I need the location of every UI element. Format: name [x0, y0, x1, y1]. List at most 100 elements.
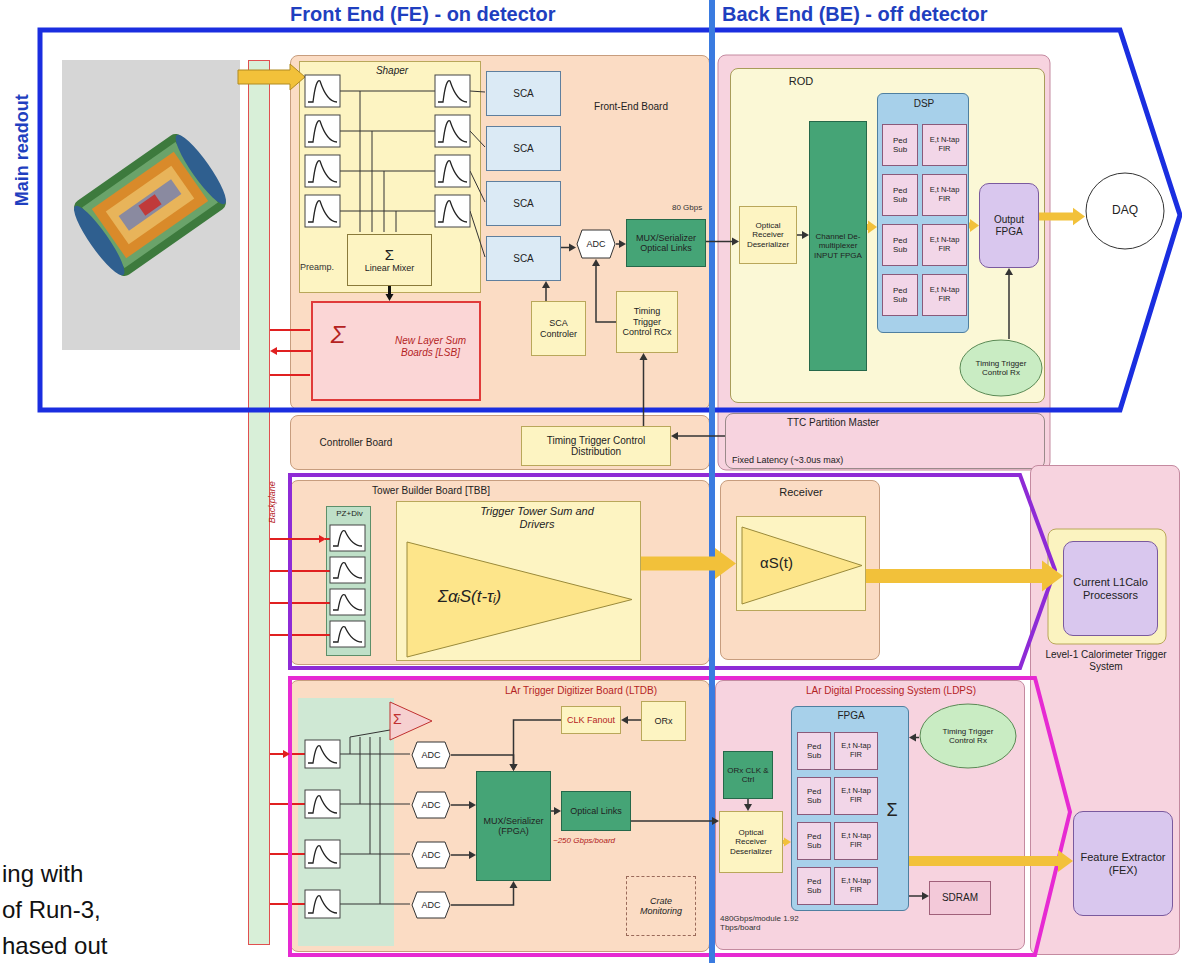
text-group: E,t N-tap FIR — [925, 186, 964, 203]
backplane-wires-part — [270, 634, 330, 636]
signal-wires-part — [340, 131, 435, 132]
node-text: PZ+Div — [327, 509, 372, 518]
text-group: E,t N-tap FIR — [925, 236, 964, 253]
connector-line — [643, 360, 645, 426]
text-slot: FPGA — [831, 710, 871, 722]
backplane-wires-part — [270, 803, 305, 805]
text-area: E,t N-tap FIR — [835, 733, 877, 769]
pulse-boxes — [305, 75, 470, 918]
arrowhead — [922, 892, 929, 900]
node-text: TTC Partition Master — [733, 417, 933, 429]
text-group: SCA — [513, 88, 534, 100]
connector — [783, 838, 791, 847]
edge-label-slot: Fixed Latency (~3.0us max) — [730, 449, 870, 467]
signal-wires-part — [380, 737, 381, 904]
tbb-path-outline — [290, 475, 1055, 668]
backplane-wires-part — [270, 853, 305, 855]
node-text: E,t N-tap FIR — [837, 832, 875, 849]
connector — [561, 244, 576, 252]
pulse-symbol — [305, 195, 340, 227]
connector — [631, 817, 719, 825]
signal-wires-part — [350, 737, 351, 754]
text-group: Optical Links — [570, 806, 622, 816]
connector — [744, 799, 752, 811]
ellipse-box: Timing Trigger Control Rx — [959, 339, 1043, 397]
connector-line — [797, 234, 802, 236]
arrowhead — [1073, 208, 1085, 226]
connector — [909, 892, 929, 900]
pulse-symbol-part — [308, 796, 337, 813]
text-group: E,t N-tap FIR — [925, 136, 964, 153]
node-text: SCA Controler — [534, 318, 583, 339]
text-area: Ped Sub — [883, 225, 917, 265]
node-text: Σ — [323, 321, 353, 349]
text-slot: Level-1 Calorimeter Trigger System — [1036, 649, 1176, 672]
node-text: E,t N-tap FIR — [837, 787, 875, 804]
signal-wires-part — [340, 171, 435, 172]
arrowhead — [621, 716, 628, 724]
connector-line — [866, 569, 1042, 583]
connector-line — [969, 223, 970, 229]
text-area: Output FPGA — [980, 184, 1038, 267]
text-label: ~250 Gbps/board — [553, 836, 633, 845]
pulse-symbol-part — [308, 81, 337, 102]
text-group: E,t N-tap FIR — [837, 787, 875, 804]
node-text: ADC — [586, 239, 605, 249]
connector — [451, 755, 518, 771]
block-box: ΣLinear Mixer — [347, 234, 432, 286]
text-group: Output FPGA — [982, 214, 1036, 237]
node-text: Ped Sub — [885, 136, 915, 154]
connector-line — [451, 804, 469, 806]
node-text: SCA — [513, 143, 534, 155]
block-box: Optical Links — [561, 791, 631, 831]
detector-illustration-part-part — [138, 194, 161, 215]
label-slot: of Run-3, — [2, 896, 162, 924]
text-group: ADC — [421, 800, 440, 810]
node-text: MUX/Serializer Optical Links — [629, 233, 703, 254]
connector — [641, 548, 736, 579]
ltdb-path-outline — [290, 678, 1070, 955]
block-box: Optical Receiver Deserializer — [719, 811, 783, 873]
signal-wires-part — [360, 91, 361, 232]
node-text: Ped Sub — [800, 787, 828, 805]
text-label: of Run-3, — [2, 896, 162, 924]
connector-line — [706, 241, 732, 243]
block-box: MUX/Serializer Optical Links — [626, 219, 706, 267]
node-text: Backplane — [267, 481, 277, 523]
text-slot: αS(t) — [749, 554, 804, 571]
connector-line — [631, 820, 712, 822]
pulse-symbol — [305, 790, 340, 818]
connector-line — [1008, 275, 1010, 339]
pulse-symbol-part — [330, 557, 365, 583]
connector-line — [514, 720, 562, 764]
arrowhead — [542, 281, 550, 288]
connector — [866, 561, 1063, 592]
label-slot: 80 Gbps — [672, 203, 710, 212]
block-box: Ped Sub — [882, 124, 918, 166]
node-text: Optical Links — [570, 806, 622, 816]
connector — [867, 220, 877, 233]
pulse-symbol-part — [330, 525, 365, 551]
connector-line — [783, 840, 784, 844]
connector — [640, 353, 648, 426]
pulse-symbol-part — [308, 121, 337, 142]
text-area: E,t N-tap FIR — [835, 823, 877, 859]
text-slot: Trigger Tower Sum and Drivers — [472, 505, 602, 530]
signal-wires-part — [384, 171, 385, 232]
block-box: E,t N-tap FIR — [834, 822, 878, 860]
text-group: Channel De-multiplexer INPUT FPGA — [812, 232, 864, 260]
text-group: ORx CLK & Ctrl — [726, 766, 770, 784]
node-text: SDRAM — [942, 892, 978, 904]
node-text: ADC — [421, 750, 440, 760]
detector-illustration-part-part — [119, 179, 182, 230]
text-area: E,t N-tap FIR — [923, 175, 966, 215]
text-label: Σ — [880, 800, 904, 821]
text-group: MUX/Serializer Optical Links — [629, 233, 703, 254]
text-area: Optical Links — [562, 792, 630, 830]
signal-wires-part — [360, 737, 361, 804]
connector-line — [451, 854, 469, 856]
backplane-wires-part — [290, 753, 305, 755]
block-box: ΣNew Layer Sum Boards [LSB] — [311, 301, 481, 401]
node-text: ORx — [655, 716, 673, 726]
